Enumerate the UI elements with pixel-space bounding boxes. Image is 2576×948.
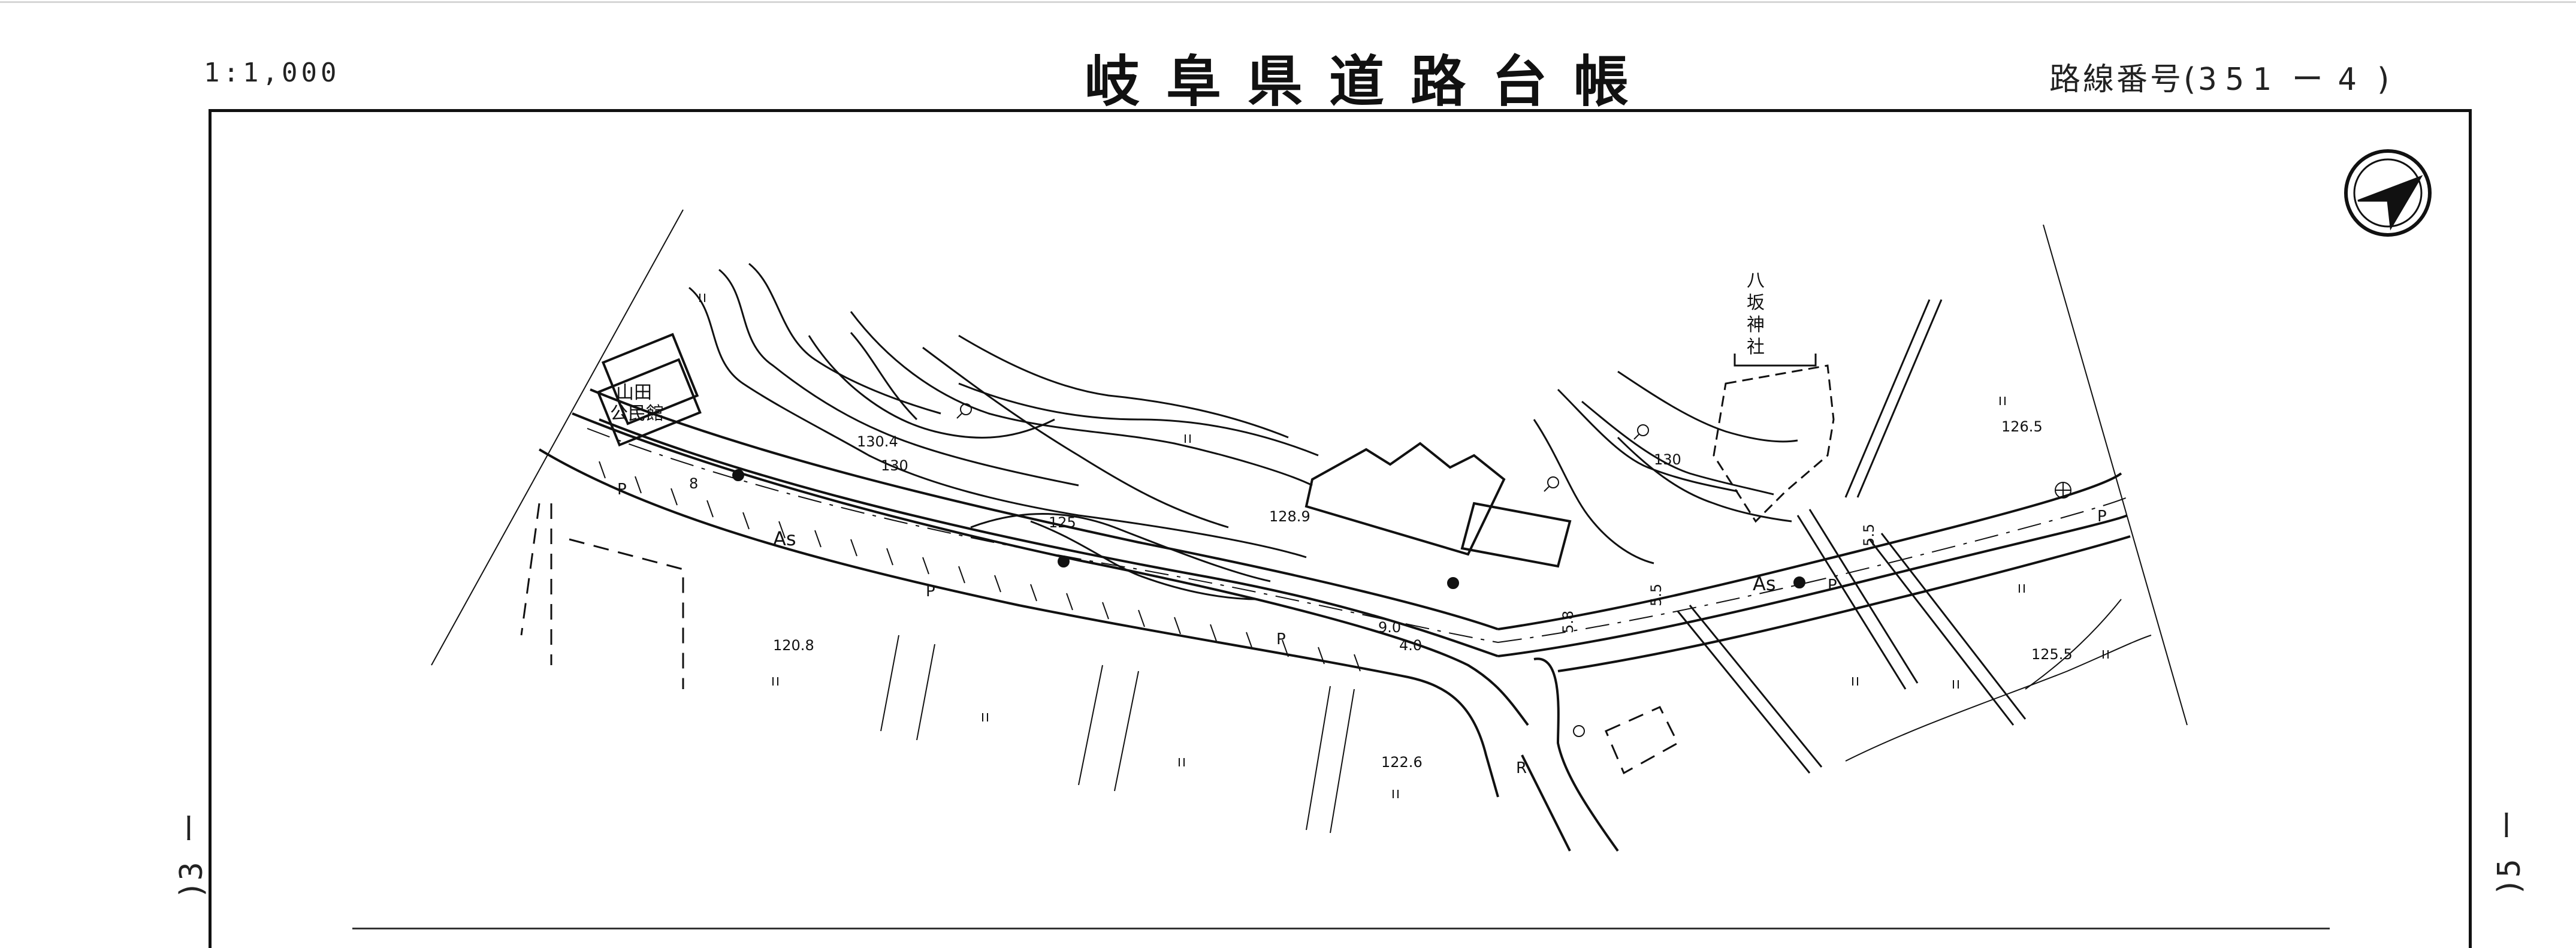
route-number: 路線番号(351 ー 4 ) [2049,54,2391,99]
main-road-edges [538,388,2131,852]
route-label: 路線番号 [2049,62,2184,98]
railway-lines [1677,299,2027,774]
elevation-120-8: 120.8 [773,637,814,654]
route-close-paren: ) [2377,62,2392,98]
width-5-5-west: 5.5 [1648,584,1665,606]
elevation-130-4: 130.4 [857,433,898,450]
road-centerline [587,428,2128,643]
buildings-center [1304,442,1572,568]
parcel-edges [431,209,2188,726]
page-title: 岐阜県道路台帳 [1085,50,1656,114]
boundary-dashed [520,503,1679,775]
community-hall-outline [596,333,702,447]
pavement-label-as-east: As [1753,572,1776,595]
elevation-126-5: 126.5 [2001,418,2043,435]
width-9-0: 9.0 [1378,619,1401,636]
contour-lines [688,262,1319,600]
map-scale: 1:1,000 [204,58,340,88]
hall-label-line2: 公民館 [610,403,664,424]
shrine-enclosure [1713,354,1835,523]
shrine-char-4: 社 [1747,337,1765,358]
elevation-128-9: 128.9 [1269,508,1310,525]
utility-pole-symbol [732,469,2071,737]
route-dash: ー [2291,62,2326,98]
slope-hatching [880,599,2152,834]
top-border-rule [0,1,2576,3]
broadleaf-tree-symbol [956,403,1649,492]
sidewalk-hatch [599,461,1361,672]
pavement-label-as-west: As [773,527,796,550]
sidewalk-label-p1: P [617,481,627,499]
sidewalk-label-p5: P [2097,508,2107,526]
width-5-5-east: 5.5 [1861,524,1877,547]
contour-lines-east [1533,370,1798,564]
map-labels: 山田 公民館 八 坂 神 社 As As P P P P P R 130.4 1… [610,270,2107,777]
elevation-130-east: 130 [1654,451,1681,468]
route-open-paren: ( [2184,62,2198,98]
sidewalk-label-p3: P [1276,630,1286,648]
hall-label-line1: 山田 [616,382,652,403]
elevation-130-contour: 130 [881,457,908,474]
width-4-0: 4.0 [1399,637,1422,654]
map-bottom-rule [352,928,2330,929]
north-arrow-icon [2344,149,2432,237]
sidewalk-label-p2: P [926,582,935,600]
elevation-125-5: 125.5 [2031,646,2073,663]
shrine-char-3: 神 [1747,315,1765,336]
shrine-char-1: 八 [1747,270,1765,291]
map-frame [209,109,2472,948]
route-number-value: 351 [2198,62,2280,98]
shrine-char-2: 坂 [1747,292,1765,313]
sidewalk-label-p4: P [1828,576,1837,594]
width-8: 8 [689,475,698,492]
road-label-r: R [1516,759,1527,777]
elevation-125: 125 [1049,514,1076,531]
elevation-122-6: 122.6 [1381,754,1423,771]
width-5-8: 5.8 [1560,611,1577,633]
field-symbol [699,294,2109,798]
route-sheet-value: 4 [2338,62,2365,98]
